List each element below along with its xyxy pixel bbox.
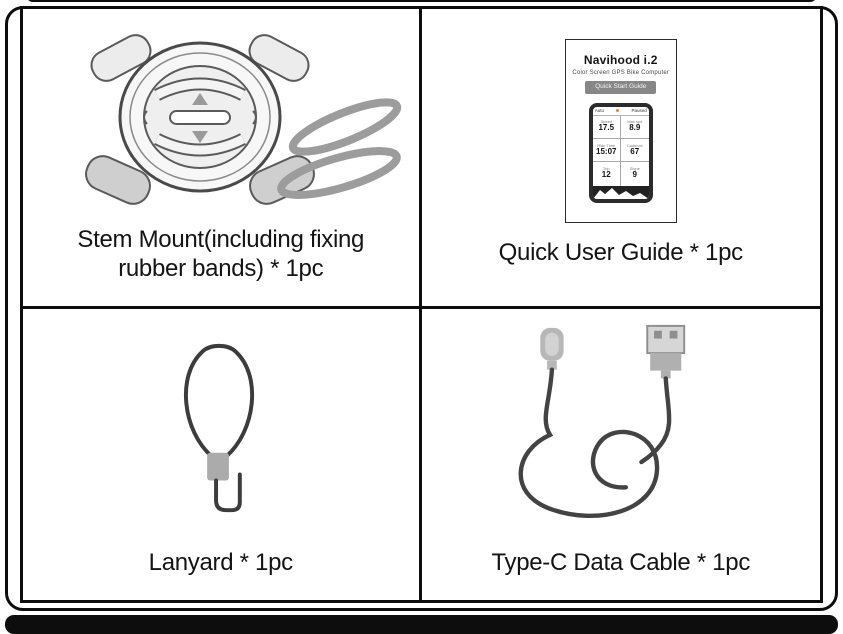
cable-cord	[518, 367, 659, 519]
stem-mount-caption: Stem Mount(including fixing rubber bands…	[77, 226, 364, 306]
device-status-left: Auto	[594, 108, 605, 113]
cable-cord	[638, 376, 672, 465]
field-value: 17.5	[598, 123, 615, 133]
lanyard-illustration	[23, 309, 419, 549]
field-value: 9	[632, 170, 637, 180]
package-item-stem-mount: Stem Mount(including fixing rubber bands…	[23, 9, 422, 309]
cable-illustration	[422, 309, 821, 549]
status-dot-icon	[616, 109, 620, 112]
device-nav-bar	[592, 185, 649, 199]
previous-section-edge	[26, 0, 817, 2]
package-item-lanyard: Lanyard * 1pc	[23, 309, 422, 600]
user-guide-illustration: Navihood i.2 Color Screen GPS Bike Compu…	[422, 9, 821, 239]
field-label: Slope	[629, 166, 640, 172]
lanyard-clasp	[206, 452, 229, 481]
field-label: Cadence	[626, 142, 643, 148]
lanyard-drawing	[183, 343, 254, 513]
stem-mount-drawing	[84, 33, 401, 205]
user-guide-caption: Quick User Guide * 1pc	[498, 239, 743, 267]
caption-line: Stem Mount(including fixing	[77, 226, 365, 254]
field-label: Ride Time	[597, 142, 616, 148]
stem-mount-illustration	[23, 9, 419, 226]
screen-field: Cadence 67	[620, 139, 649, 163]
field-label: Speed	[600, 119, 613, 125]
arrow-down-icon	[191, 130, 208, 143]
field-value: 67	[630, 146, 640, 156]
device-status-bar: Auto Paused	[592, 107, 649, 116]
device-data-grid: Speed 17.5 Max spd 8.9 Ride Time 15:07	[592, 115, 649, 186]
quick-start-guide-cover: Navihood i.2 Color Screen GPS Bike Compu…	[564, 39, 677, 223]
screen-field: Speed 17.5	[592, 115, 621, 139]
guide-subtitle: Color Screen GPS Bike Computer	[572, 70, 670, 76]
usb-c-connector-icon	[540, 327, 564, 370]
package-item-user-guide: Navihood i.2 Color Screen GPS Bike Compu…	[421, 9, 821, 309]
gps-device-illustration: Auto Paused Speed 17.5 Max spd 8.9	[588, 102, 653, 203]
field-value: 12	[601, 170, 611, 180]
cable-caption: Type-C Data Cable * 1pc	[491, 549, 751, 577]
cable-drawing	[518, 325, 685, 519]
guide-button-label: Quick Start Guide	[585, 81, 657, 94]
package-contents-grid: Stem Mount(including fixing rubber bands…	[20, 6, 823, 603]
field-value: 8.9	[629, 123, 641, 133]
field-label: Max spd	[627, 119, 643, 125]
next-section-edge	[5, 615, 838, 634]
screen-field: Trip 12	[593, 162, 621, 186]
guide-title: Navihood i.2	[583, 53, 658, 67]
mountain-icon	[592, 187, 649, 199]
rubber-bands-icon	[276, 98, 401, 199]
screen-field: Slope 9	[621, 162, 649, 185]
lanyard-caption: Lanyard * 1pc	[148, 549, 294, 577]
screen-field: Max spd 8.9	[620, 116, 649, 139]
usb-a-connector-icon	[646, 325, 685, 379]
field-value: 15:07	[596, 146, 617, 156]
arrow-up-icon	[191, 92, 208, 105]
screen-field: Ride Time 15:07	[592, 138, 621, 163]
device-status-right: Paused	[631, 108, 647, 113]
field-label: Trip	[602, 166, 610, 172]
caption-line: rubber bands) * 1pc	[118, 255, 324, 283]
package-item-data-cable: Type-C Data Cable * 1pc	[422, 309, 821, 600]
